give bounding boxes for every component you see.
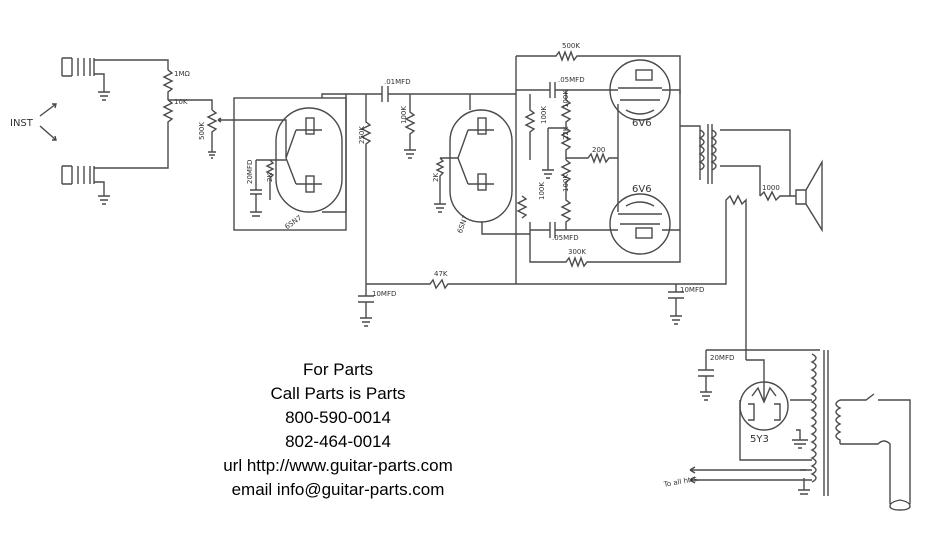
- contact-url[interactable]: url http://www.guitar-parts.com: [223, 456, 453, 475]
- resistor-100k-b: [524, 94, 536, 160]
- bias-ground: [542, 127, 566, 179]
- contact-heading: For Parts: [303, 360, 373, 379]
- resistor-200-label: 200: [592, 146, 605, 154]
- cap-20mfd-ps-label: 20MFD: [710, 354, 734, 362]
- cap-01mfd: [381, 86, 389, 102]
- wire-to-volume: [168, 99, 213, 110]
- resistor-100k-a: [404, 94, 416, 159]
- resistor-100k-c: [516, 195, 528, 219]
- ps-ground: [792, 429, 808, 449]
- cap-10mfd-left-label: 10MFD: [372, 290, 396, 298]
- tube-v2-plate-a: [477, 117, 487, 135]
- wire-v2-grid: [469, 93, 516, 110]
- tube-6v6-bottom: [609, 193, 671, 255]
- resistor-100k-e-label: 100K: [562, 174, 570, 192]
- resistor-2k-a-label: 2K: [266, 173, 274, 182]
- resistor-300k-label: 300K: [568, 248, 586, 256]
- inst-arrow-up: [39, 103, 57, 117]
- resistor-2k-b: [434, 157, 458, 213]
- resistor-10k-label: 10K: [174, 98, 188, 106]
- wire-v1-grid: [226, 119, 287, 158]
- resistor-100k-b-label: 100K: [540, 106, 548, 124]
- cathode-cap-v1: [250, 159, 286, 217]
- inst-arrow-down: [39, 125, 57, 141]
- heater-ground: [798, 469, 810, 495]
- heater-leads: [689, 466, 812, 484]
- tube-6v6-top: [609, 59, 671, 121]
- volume-pot-label: 500K: [198, 122, 206, 140]
- input-jack-top: [61, 57, 169, 101]
- resistor-100k-e: [560, 159, 572, 230]
- b-plus-rail: [366, 194, 747, 360]
- cap-20mfd-a-label: 20MFD: [246, 160, 254, 184]
- resistor-250k: [360, 94, 372, 284]
- input-jack-bottom: [61, 130, 169, 205]
- resistor-500k-top: [516, 50, 681, 94]
- resistor-250k-label: 250K: [358, 126, 366, 144]
- cap-20mfd-ps: [698, 350, 714, 401]
- contact-company: Call Parts is Parts: [270, 384, 406, 403]
- choke-label: 1000: [762, 184, 780, 192]
- cap-05mfd-bot: [530, 222, 618, 238]
- inst-label: INST: [10, 118, 34, 129]
- cap-01mfd-label: .01MFD: [384, 78, 411, 86]
- tube-6v6-bottom-label: 6V6: [632, 184, 652, 195]
- contact-phone-2: 802-464-0014: [285, 432, 391, 451]
- power-plug: [889, 499, 911, 511]
- resistor-300k: [529, 230, 681, 268]
- tube-v2-envelope: [449, 109, 513, 223]
- resistor-47k-label: 47K: [434, 270, 448, 278]
- tube-v2-plate-b: [477, 173, 487, 191]
- contact-phone-1: 800-590-0014: [285, 408, 391, 427]
- tube-v2-grids: [457, 129, 494, 185]
- resistor-2k-b-label: 2K: [432, 173, 440, 182]
- resistor-1meg-label: 1MΩ: [174, 70, 190, 78]
- cap-05mfd-bot-label: .05MFD: [552, 234, 579, 242]
- resistor-22k-label: 22K: [562, 126, 570, 140]
- resistor-1meg: [162, 69, 174, 100]
- parts-contact-block: For Parts Call Parts is Parts 800-590-00…: [182, 358, 494, 502]
- volume-pot-wiper: [217, 117, 226, 123]
- tube-6v6-top-label: 6V6: [632, 118, 652, 129]
- cap-10mfd-left: [358, 284, 374, 327]
- wire-v2-bottom: [481, 222, 531, 235]
- cap-10mfd-right: [668, 284, 684, 325]
- wire-rect-hv: [739, 399, 812, 461]
- cap-05mfd-top: [516, 82, 618, 98]
- resistor-100k-a-label: 100K: [400, 106, 408, 124]
- power-transformer: [810, 350, 911, 504]
- resistor-2k-a: [265, 159, 275, 200]
- volume-pot: [206, 109, 218, 159]
- wire-output-plates: [662, 89, 681, 231]
- tube-v1-label: 6SN7: [283, 214, 303, 231]
- cap-10mfd-right-label: 10MFD: [680, 286, 704, 294]
- speaker: [759, 159, 823, 233]
- tube-v2-label: 6SN7: [456, 214, 470, 234]
- heater-label: To all htrs.: [662, 475, 700, 489]
- rectifier-5y3: [739, 359, 789, 431]
- resistor-100k-d-label: 100K: [562, 90, 570, 108]
- output-transformer: [680, 124, 791, 196]
- contact-email[interactable]: email info@guitar-parts.com: [231, 480, 445, 499]
- cap-05mfd-top-label: .05MFD: [558, 76, 585, 84]
- resistor-100k-c-label: 100K: [538, 182, 546, 200]
- resistor-10k: [162, 99, 174, 130]
- resistor-500k-top-label: 500K: [562, 42, 580, 50]
- tube-v1-plate-a: [305, 117, 315, 135]
- rectifier-label: 5Y3: [750, 434, 769, 445]
- resistor-200: [566, 152, 618, 164]
- tube-v1-grids: [285, 129, 322, 185]
- resistor-100k-d: [560, 90, 572, 160]
